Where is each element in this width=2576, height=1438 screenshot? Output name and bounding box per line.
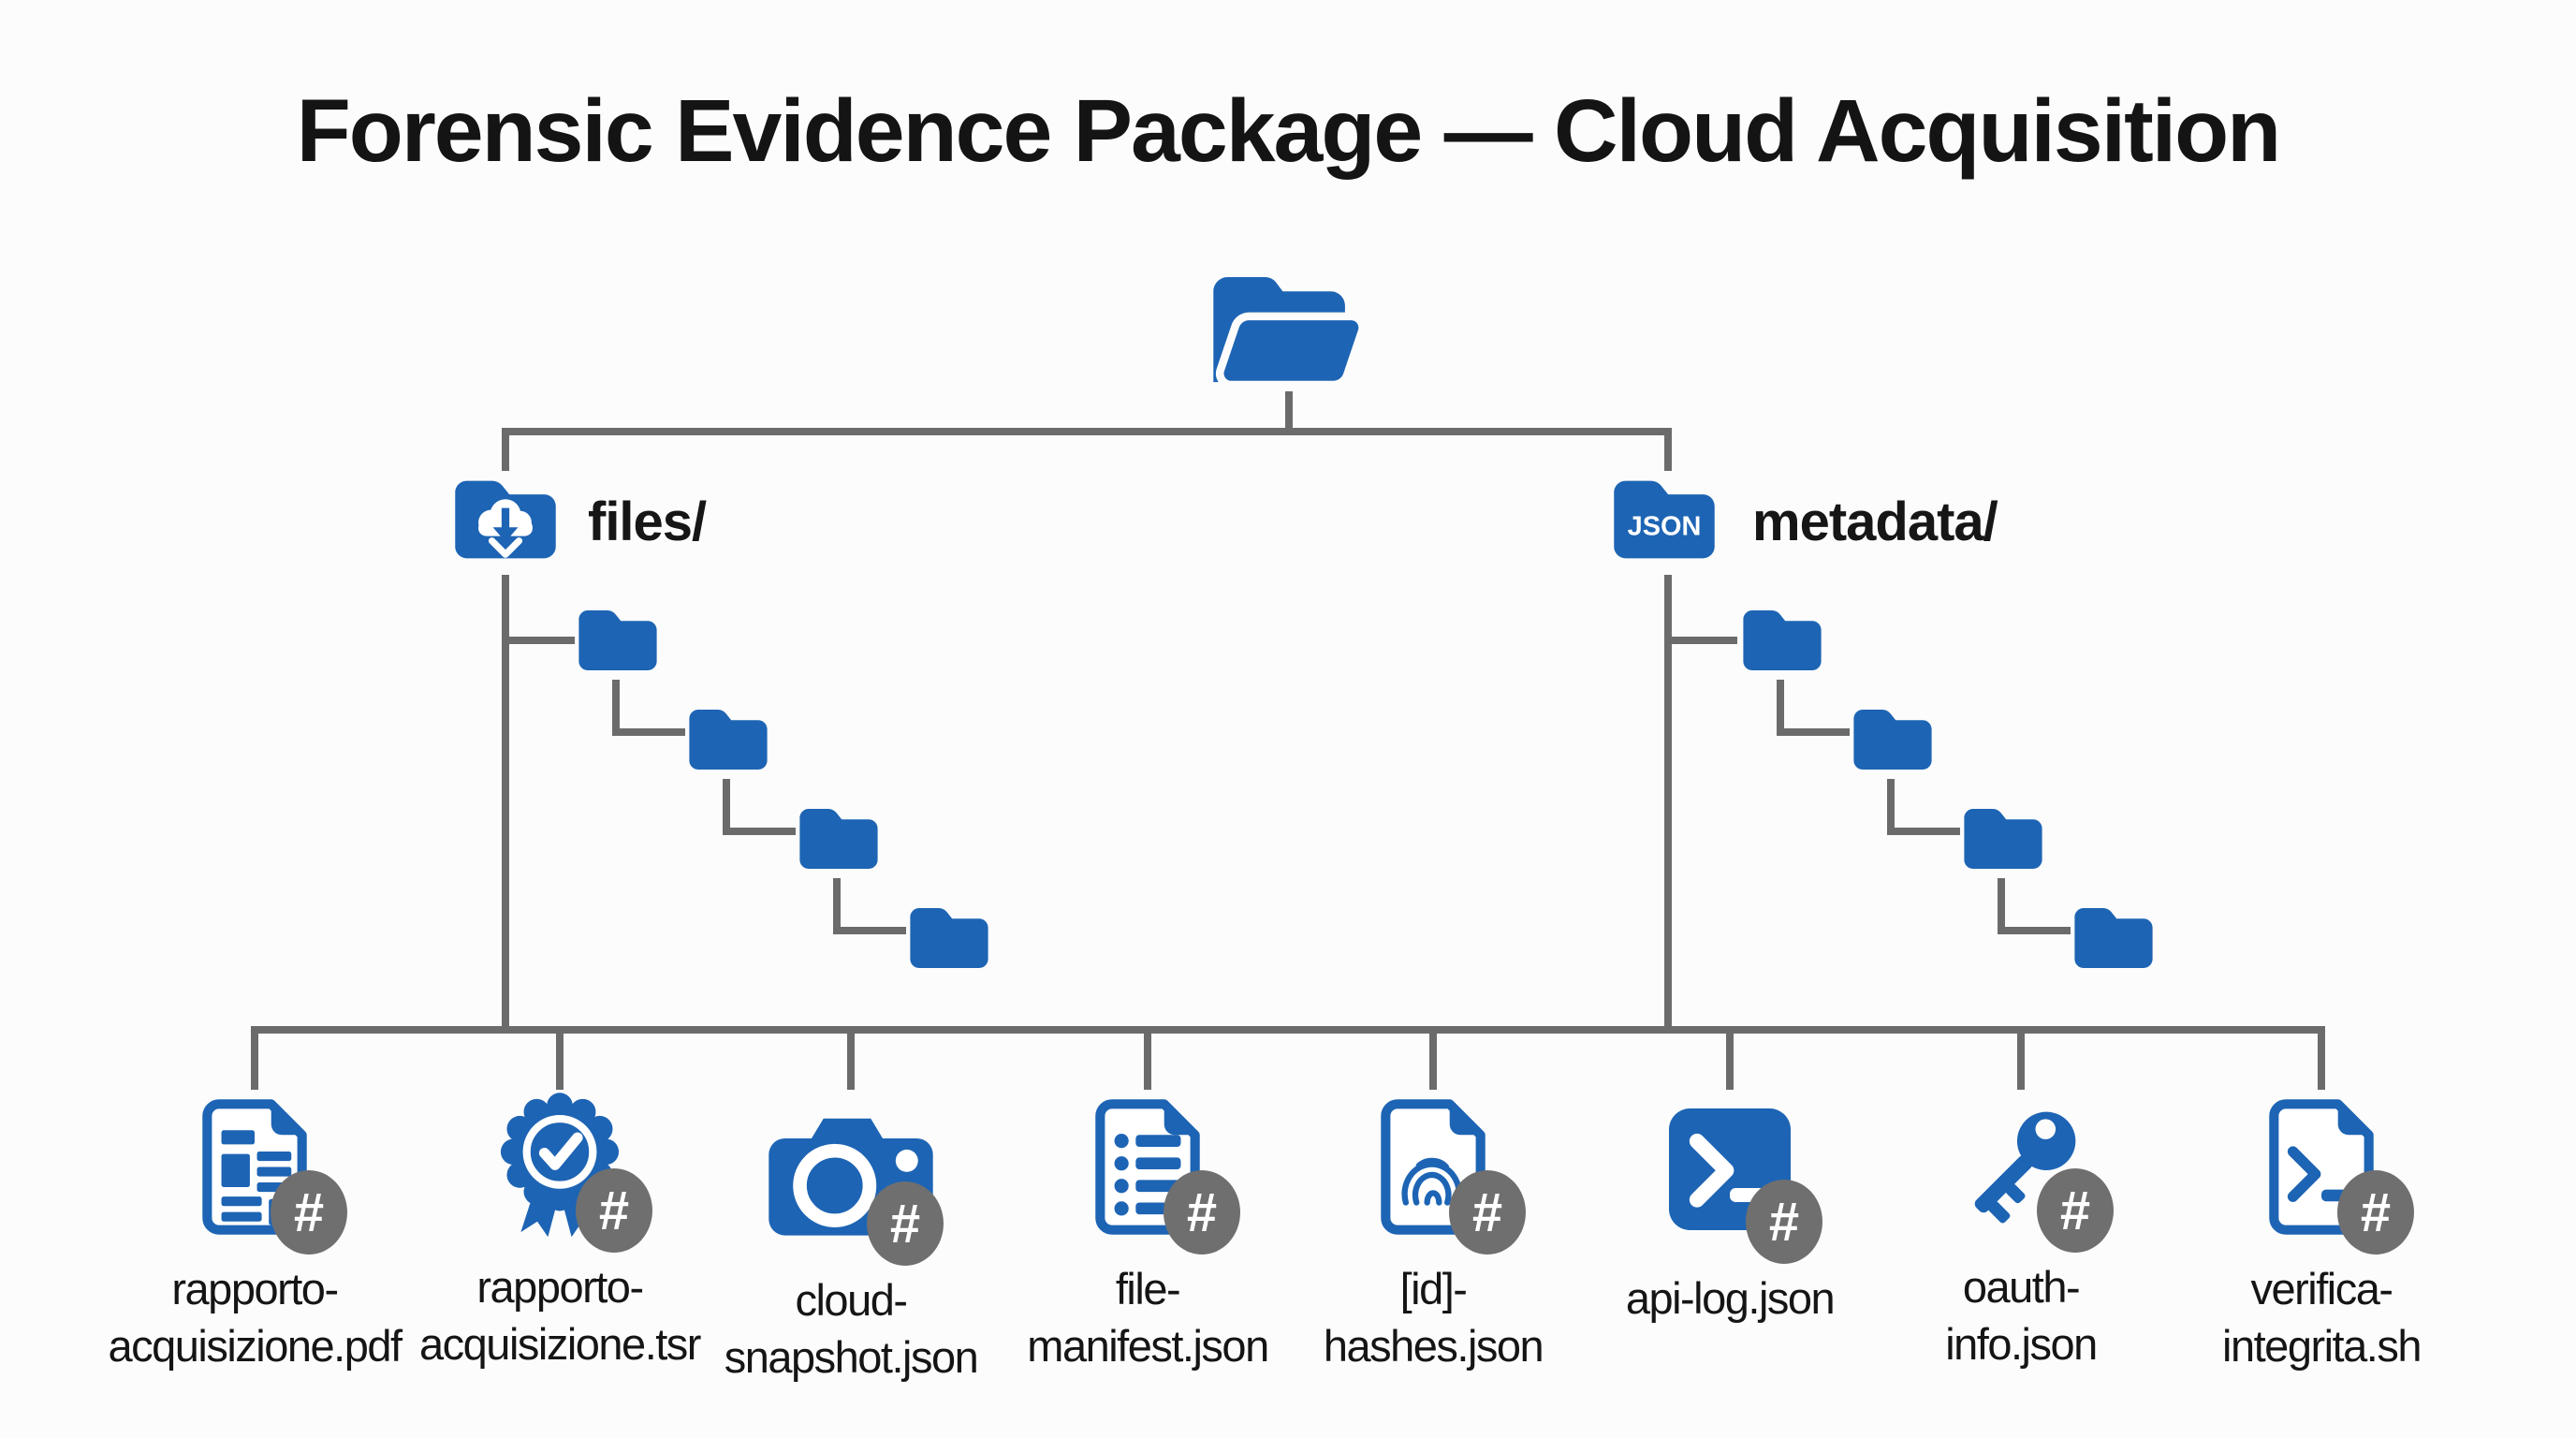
connector-line [2318, 1026, 2325, 1090]
list-document-icon [1076, 1090, 1219, 1244]
file-name-label: hashes.json [1323, 1321, 1544, 1372]
subfolder-icon [1964, 809, 2042, 869]
connector-line [1726, 1026, 1734, 1090]
branch-label-metadata: metadata/ [1752, 492, 1998, 552]
file-name-label: acquisizione.tsr [419, 1319, 701, 1370]
connector-line [1777, 728, 1850, 736]
json-folder-icon: JSON [1614, 480, 1715, 559]
connector-line [502, 428, 509, 471]
file-item-file-manifest-json: # file- manifest.json [979, 1088, 1316, 1374]
hash-badge: # [867, 1181, 944, 1266]
file-name-label: rapporto- [476, 1262, 644, 1312]
connector-line [1429, 1026, 1437, 1090]
connector-line [1998, 927, 2071, 934]
connector-line [1664, 428, 1672, 471]
hash-badge: # [576, 1168, 652, 1253]
connector-line [502, 575, 509, 1032]
subfolder-icon [910, 908, 988, 968]
connector-line [1664, 575, 1672, 1032]
file-name-label: [id]- [1399, 1264, 1468, 1313]
file-item-rapporto-acquisizione-tsr: # rapporto- acquisizione.tsr [391, 1088, 728, 1372]
diagram-title: Forensic Evidence Package — Cloud Acquis… [296, 81, 2281, 181]
file-item-verifica-integrita-sh: # verifica- integrita.sh [2153, 1088, 2490, 1374]
subfolder-icon [578, 610, 657, 670]
connector-line [1998, 878, 2005, 934]
connector-line [833, 927, 906, 934]
root-folder-icon [1213, 277, 1367, 389]
file-item-api-log-json: # api-log.json [1561, 1088, 1898, 1327]
hash-badge: # [2037, 1168, 2114, 1253]
file-name-label: file- [1115, 1264, 1181, 1313]
file-name-label: integrita.sh [2222, 1321, 2422, 1372]
connector-line [847, 1026, 855, 1090]
file-name-label: acquisizione.pdf [108, 1321, 402, 1372]
connector-line [1672, 637, 1737, 644]
connector-line [723, 828, 796, 835]
file-name-label: oauth- [1962, 1262, 2081, 1312]
subfolder-icon [1743, 610, 1822, 670]
file-name-label: api-log.json [1625, 1273, 1836, 1323]
connector-line [1285, 391, 1293, 431]
key-icon [1974, 1111, 2076, 1224]
hash-badge: # [1449, 1170, 1526, 1255]
connector-line [1887, 828, 1960, 835]
connector-line [556, 1026, 564, 1090]
connector-line [612, 680, 620, 736]
connector-line [509, 637, 575, 644]
svg-text:JSON: JSON [1628, 512, 1702, 542]
hash-badge: # [271, 1170, 347, 1255]
subfolder-icon [689, 710, 768, 770]
subfolder-icon [1853, 710, 1932, 770]
connector-line [2017, 1026, 2025, 1090]
file-item-rapporto-acquisizione-pdf: # rapporto- acquisizione.pdf [86, 1088, 423, 1374]
connector-line [502, 428, 1672, 435]
hash-badge: # [2337, 1170, 2414, 1255]
cloud-download-folder-icon [455, 480, 556, 559]
connector-line [251, 1026, 2325, 1034]
connector-line [1144, 1026, 1151, 1090]
connector-line [833, 878, 841, 934]
connector-line [1887, 779, 1895, 835]
connector-line [723, 779, 730, 835]
connector-line [251, 1026, 258, 1090]
connector-line [612, 728, 685, 736]
file-name-label: info.json [1945, 1319, 2098, 1370]
connector-line [1777, 680, 1784, 736]
subfolder-icon [2074, 908, 2153, 968]
file-name-label: rapporto- [171, 1264, 339, 1313]
hash-badge: # [1746, 1180, 1822, 1264]
file-name-label: verifica- [2250, 1264, 2393, 1313]
subfolder-icon [799, 809, 878, 869]
file-item-cloud-snapshot-json: # cloud- snapshot.json [682, 1088, 1019, 1386]
file-name-label: snapshot.json [724, 1332, 979, 1383]
hash-badge: # [1164, 1170, 1240, 1255]
branch-label-files: files/ [588, 492, 707, 552]
certificate-seal-icon [500, 1093, 620, 1238]
file-name-label: cloud- [795, 1275, 908, 1325]
file-item-oauth-info-json: # oauth- info.json [1852, 1088, 2189, 1372]
file-item-id-hashes-json: # [id]- hashes.json [1265, 1088, 1602, 1374]
file-name-label: manifest.json [1027, 1321, 1269, 1372]
